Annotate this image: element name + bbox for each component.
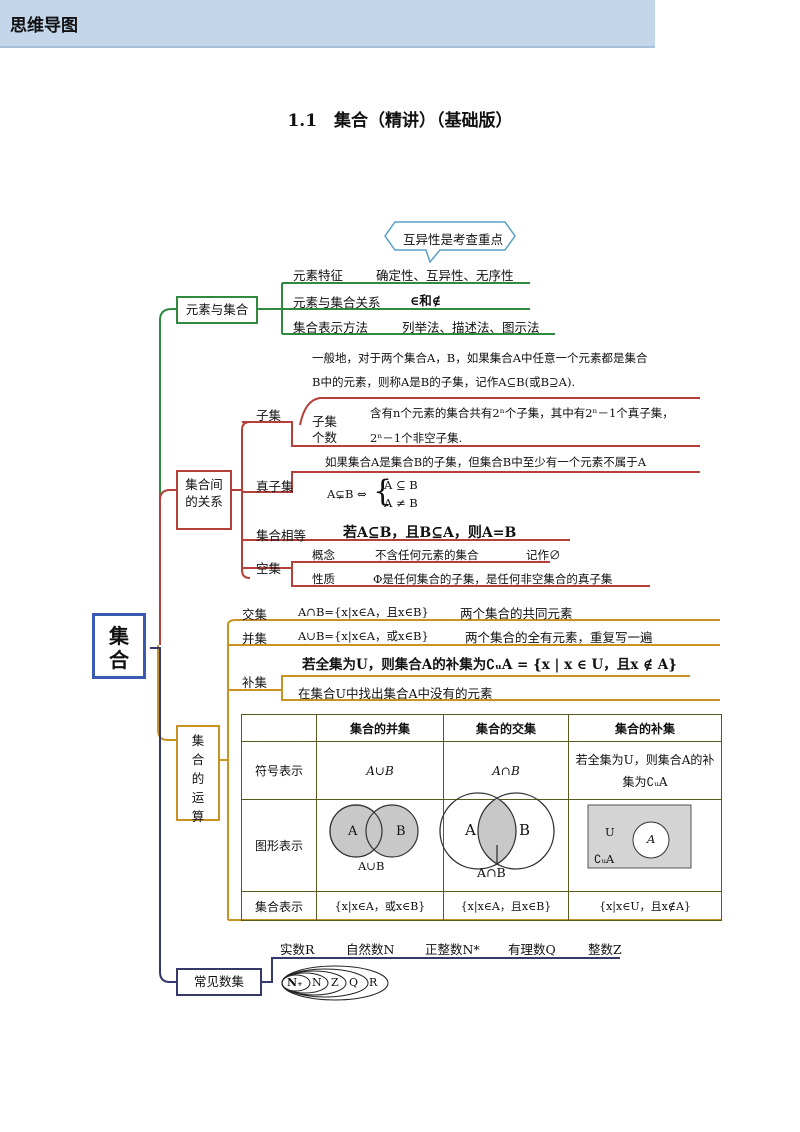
table-row: 集合表示 {x|x∈A，或x∈B} {x|x∈A，且x∈B} {x|x∈U，且x… — [241, 891, 722, 921]
intersect-desc: 两个集合的共同元素 — [460, 606, 573, 621]
venn-complement-a: A — [647, 832, 656, 846]
proper-formula-brace: { — [373, 474, 393, 509]
node-element-set-label: 元素与集合 — [185, 302, 249, 317]
proper-subset-label: 真子集 — [256, 479, 294, 494]
number-set-natural: 自然数N — [346, 942, 395, 957]
table-cell: 符号表示 — [241, 741, 317, 800]
number-set-integer: 整数Z — [588, 942, 622, 957]
union-formula: A∪B={x|x∈A，或x∈B} — [298, 629, 429, 643]
table-header-row: 集合的并集 集合的交集 集合的补集 — [241, 714, 722, 742]
empty-set-label: 空集 — [256, 561, 282, 576]
subset-def-line1: 一般地，对于两个集合A，B，如果集合A中任意一个元素都是集合 — [312, 351, 648, 365]
proper-formula-left: A⊊B ⇔ — [327, 487, 367, 501]
element-feature-value: 确定性、互异性、无序性 — [376, 268, 514, 283]
empty-property-value: Φ是任何集合的子集，是任何非空集合的真子集 — [373, 572, 613, 586]
complement-desc: 在集合U中找出集合A中没有的元素 — [298, 686, 493, 701]
intersect-label: 交集 — [242, 607, 268, 622]
node-set-operations: 集合的运算 — [176, 725, 220, 824]
node-set-operations-label: 集合的运算 — [191, 733, 205, 824]
section-banner: 思维导图 — [0, 0, 655, 48]
nested-z: Z — [331, 976, 339, 989]
venn-intersect-a: A — [465, 821, 476, 839]
union-label: 并集 — [242, 631, 268, 646]
operations-table: 集合的并集 集合的交集 集合的补集 符号表示 A∪B A∩B 若全集为U，则集合… — [241, 714, 722, 921]
set-equal-label: 集合相等 — [256, 528, 307, 543]
nested-n-plus: N₊ — [287, 976, 303, 989]
table-cell: {x|x∈A，且x∈B} — [443, 891, 569, 921]
venn-union-caption: A∪B — [358, 859, 385, 873]
nested-n: N — [312, 976, 322, 989]
venn-complement-caption: ∁ᵤA — [594, 852, 615, 866]
table-cell: A∪B — [316, 741, 444, 800]
root-node: 集合 — [92, 613, 146, 679]
table-cell: 集合表示 — [241, 891, 317, 921]
venn-universe-label: U — [605, 825, 615, 839]
node-number-sets-label: 常见数集 — [193, 974, 244, 989]
subset-count-line1: 含有n个元素的集合共有2ⁿ个子集，其中有2ⁿ－1个真子集， — [370, 406, 674, 420]
banner-text: 思维导图 — [10, 16, 78, 36]
union-desc: 两个集合的全有元素，重复写一遍 — [465, 630, 653, 645]
page-title: 1.1 集合（精讲）（基础版） — [287, 111, 513, 131]
empty-concept-label: 概念 — [312, 548, 335, 562]
intersect-formula: A∩B={x|x∈A，且x∈B} — [298, 605, 429, 619]
venn-intersect-caption: A∩B — [477, 865, 506, 880]
root-label: 集合 — [109, 624, 129, 672]
number-set-rational: 有理数Q — [508, 942, 556, 957]
table-cell: {x|x∈A，或x∈B} — [316, 891, 444, 921]
table-row: 符号表示 A∪B A∩B 若全集为U，则集合A的补集为∁ᵤA — [241, 741, 722, 800]
proper-formula-1: A ⊆ B — [384, 478, 418, 492]
node-set-relations: 集合间的关系 — [176, 470, 232, 530]
subset-def-line2: B中的元素，则称A是B的子集，记作A⊆B(或B⊇A). — [312, 375, 576, 389]
table-cell: 若全集为U，则集合A的补集为∁ᵤA — [568, 741, 722, 800]
number-set-positive-int: 正整数N* — [425, 942, 480, 957]
venn-intersect-b: B — [519, 821, 531, 839]
node-set-relations-label: 集合间的关系 — [185, 477, 223, 509]
empty-concept-value: 不含任何元素的集合 — [375, 548, 479, 562]
subset-count-label: 子集个数 — [312, 414, 338, 445]
element-feature-key: 元素特征 — [293, 268, 344, 283]
empty-property-label: 性质 — [312, 572, 335, 586]
empty-notation: 记作∅ — [526, 548, 561, 562]
node-element-set: 元素与集合 — [176, 296, 258, 324]
table-cell: A∩B — [443, 741, 569, 800]
nested-r: R — [369, 976, 378, 989]
proper-formula-2: A ≠ B — [384, 496, 418, 510]
set-representation-value: 列举法、描述法、图示法 — [402, 320, 540, 335]
complement-label: 补集 — [242, 675, 268, 690]
set-equal-def: 若A⊆B，且B⊆A，则A=B — [343, 525, 517, 541]
nested-q: Q — [349, 976, 359, 989]
subset-label: 子集 — [256, 408, 282, 423]
venn-union-b: B — [396, 824, 406, 839]
number-set-real: 实数R — [280, 942, 315, 957]
element-relation-value: ∈和∉ — [410, 293, 442, 308]
subset-count-line2: 2ⁿ－1个非空子集. — [370, 431, 463, 445]
callout-text: 互异性是考查重点 — [403, 232, 504, 247]
venn-union-a: A — [348, 824, 358, 839]
table-header-cell: 集合的并集 — [316, 714, 444, 742]
complement-formula: 若全集为U，则集合A的补集为∁ᵤA = {x | x ∈ U，且x ∉ A} — [302, 657, 677, 673]
table-header-cell: 集合的补集 — [568, 714, 722, 742]
set-representation-key: 集合表示方法 — [293, 320, 369, 335]
table-cell: {x|x∈U，且x∉A} — [568, 891, 722, 921]
table-header-cell: 集合的交集 — [443, 714, 569, 742]
element-relation-key: 元素与集合关系 — [293, 295, 381, 310]
proper-subset-def: 如果集合A是集合B的子集，但集合B中至少有一个元素不属于A — [325, 455, 647, 469]
node-number-sets: 常见数集 — [176, 968, 262, 996]
